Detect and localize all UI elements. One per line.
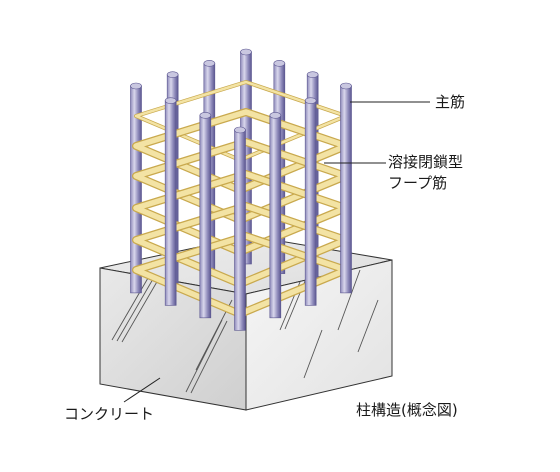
leader-lines [123, 101, 430, 403]
rebar-end-cap [304, 97, 317, 104]
label-concrete: コンクリート [64, 405, 155, 423]
label-caption: 柱構造(概念図) [356, 401, 458, 419]
label-main-rebar: 主筋 [435, 93, 466, 111]
rebar-shaft [234, 129, 246, 331]
rebar-end-cap [269, 112, 282, 119]
rebar-bar [234, 126, 246, 331]
rebar-end-cap [164, 97, 177, 104]
rebar-bar [304, 97, 317, 306]
rebar-shaft [199, 115, 212, 319]
rebar-bar [164, 97, 177, 306]
rebar-bar [269, 112, 282, 319]
rebar-shaft [164, 100, 177, 306]
rebar-shaft [340, 85, 352, 294]
rebar-shaft [269, 115, 282, 319]
rebar-end-cap [203, 60, 216, 67]
rebar-end-cap [130, 82, 142, 90]
rebar-shaft [304, 100, 317, 306]
rebar-end-cap [340, 82, 352, 90]
rebar-bar [340, 82, 352, 294]
rebar-end-cap [199, 112, 212, 119]
rebar-end-cap [306, 71, 319, 78]
rebar-front-group [164, 82, 352, 331]
rebar-end-cap [234, 126, 246, 134]
label-hoop-line2: フープ筋 [388, 174, 448, 192]
rebar-bar [130, 82, 142, 294]
rebar-end-cap [273, 60, 286, 67]
rebar-end-cap [240, 48, 252, 56]
rebar-end-cap [166, 71, 179, 78]
leader-concrete [123, 377, 161, 403]
rebar-bar [199, 112, 212, 319]
label-hoop-line1: 溶接閉鎖型 [388, 153, 464, 171]
